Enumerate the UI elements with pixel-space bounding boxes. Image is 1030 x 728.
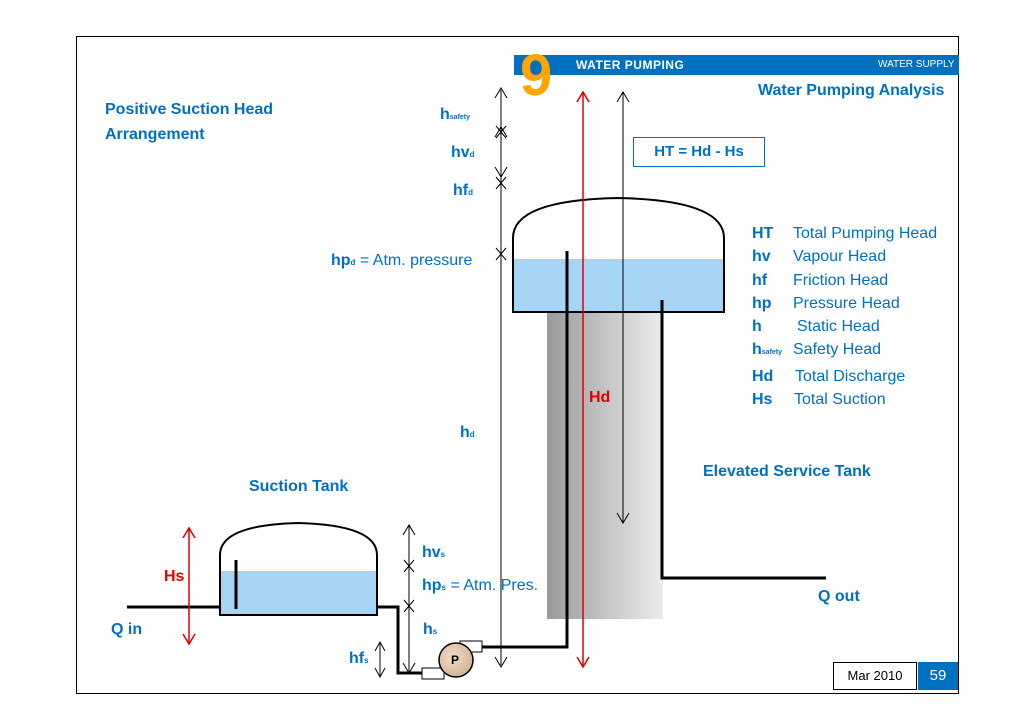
label-h-s: hs [423, 621, 438, 638]
slide-number-badge: 9 [520, 43, 553, 108]
discharge-pipe [476, 251, 569, 649]
tank-tower [547, 312, 663, 619]
formula-box: HT = Hd - Hs [633, 137, 765, 167]
label-suction-tank: Suction Tank [249, 478, 349, 495]
label-hp-d: hpd = Atm. pressure [331, 252, 473, 269]
page-title: Water Pumping Analysis [758, 82, 945, 99]
label-elevated-tank: Elevated Service Tank [703, 463, 871, 480]
hd-arrow [576, 90, 590, 669]
label-hv-d: hvd [451, 144, 475, 161]
label-pump: P [451, 653, 460, 667]
suction-tank [219, 521, 378, 616]
pump [421, 640, 483, 680]
label-hf-s: hfs [349, 650, 369, 667]
suction-tank-water [220, 571, 377, 615]
label-hp-s: hps = Atm. Pres. [422, 577, 539, 594]
pump-inlet [421, 667, 445, 680]
label-Hs: Hs [164, 568, 185, 585]
pump-body [438, 642, 474, 678]
header-topic: WATER SUPPLY [878, 59, 955, 70]
label-q-in: Q in [111, 621, 143, 638]
label-hv-s: hvs [422, 544, 446, 561]
pipes [127, 251, 826, 675]
elevated-tank [512, 196, 725, 313]
suction-pipe [377, 605, 436, 675]
label-hf-d: hfd [453, 182, 473, 199]
discharge-dimension-line [494, 87, 508, 668]
ht-arrow [616, 91, 630, 524]
slide-frame [76, 36, 959, 694]
label-h-d: hd [460, 424, 475, 441]
diagram-title-line1: Positive Suction Head [105, 101, 274, 118]
hfs-arrow [374, 640, 386, 679]
label-h-safety: hsafety [440, 106, 471, 123]
footer-date: Mar 2010 [833, 662, 917, 690]
hs-arrow [182, 526, 196, 646]
label-Hd: Hd [589, 389, 611, 406]
diagram-title-line2: Arrangement [105, 126, 205, 143]
suction-dimension-line [402, 524, 416, 674]
label-q-out: Q out [818, 588, 860, 605]
footer-page-number: 59 [918, 662, 958, 690]
elevated-tank-water [513, 259, 724, 312]
header-bar [514, 55, 959, 75]
header-section: WATER PUMPING [576, 58, 685, 72]
outlet-pipe [660, 300, 826, 580]
